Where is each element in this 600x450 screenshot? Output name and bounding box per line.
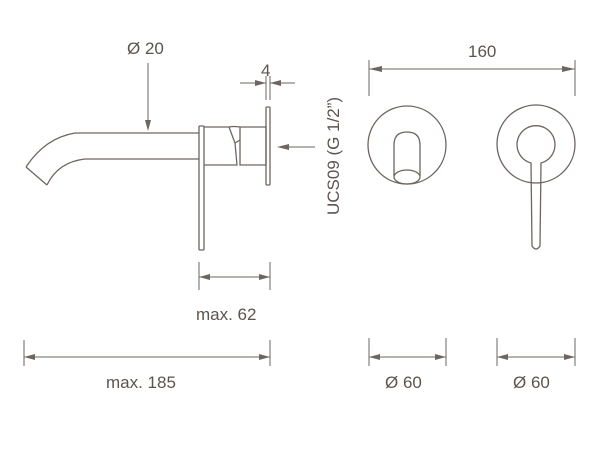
- plate-thickness-label: 4: [261, 61, 270, 80]
- right-plate-diameter-label: Ø 60: [513, 373, 550, 392]
- wall-plate: [265, 106, 271, 186]
- valve-body: [204, 125, 267, 166]
- depth-label: max. 62: [196, 305, 256, 324]
- escutcheon-plate-lever: [198, 125, 205, 251]
- left-plate-diameter-label: Ø 60: [385, 373, 422, 392]
- spout-diameter-label: Ø 20: [127, 39, 164, 58]
- spout: [25, 132, 199, 186]
- front-view: 160 Ø 60 Ø 60: [367, 42, 576, 392]
- spacing-label: 160: [468, 42, 496, 61]
- spout-plate: [367, 105, 447, 185]
- mixer-plate: [496, 104, 576, 184]
- side-view: Ø 20 4 UCS09 (G 1/2”) max. 62 max. 185: [23, 39, 343, 392]
- mixer-lever[interactable]: [516, 125, 556, 250]
- connection-label: UCS09 (G 1/2”): [324, 97, 343, 215]
- spout-front: [393, 131, 421, 176]
- length-label: max. 185: [106, 373, 176, 392]
